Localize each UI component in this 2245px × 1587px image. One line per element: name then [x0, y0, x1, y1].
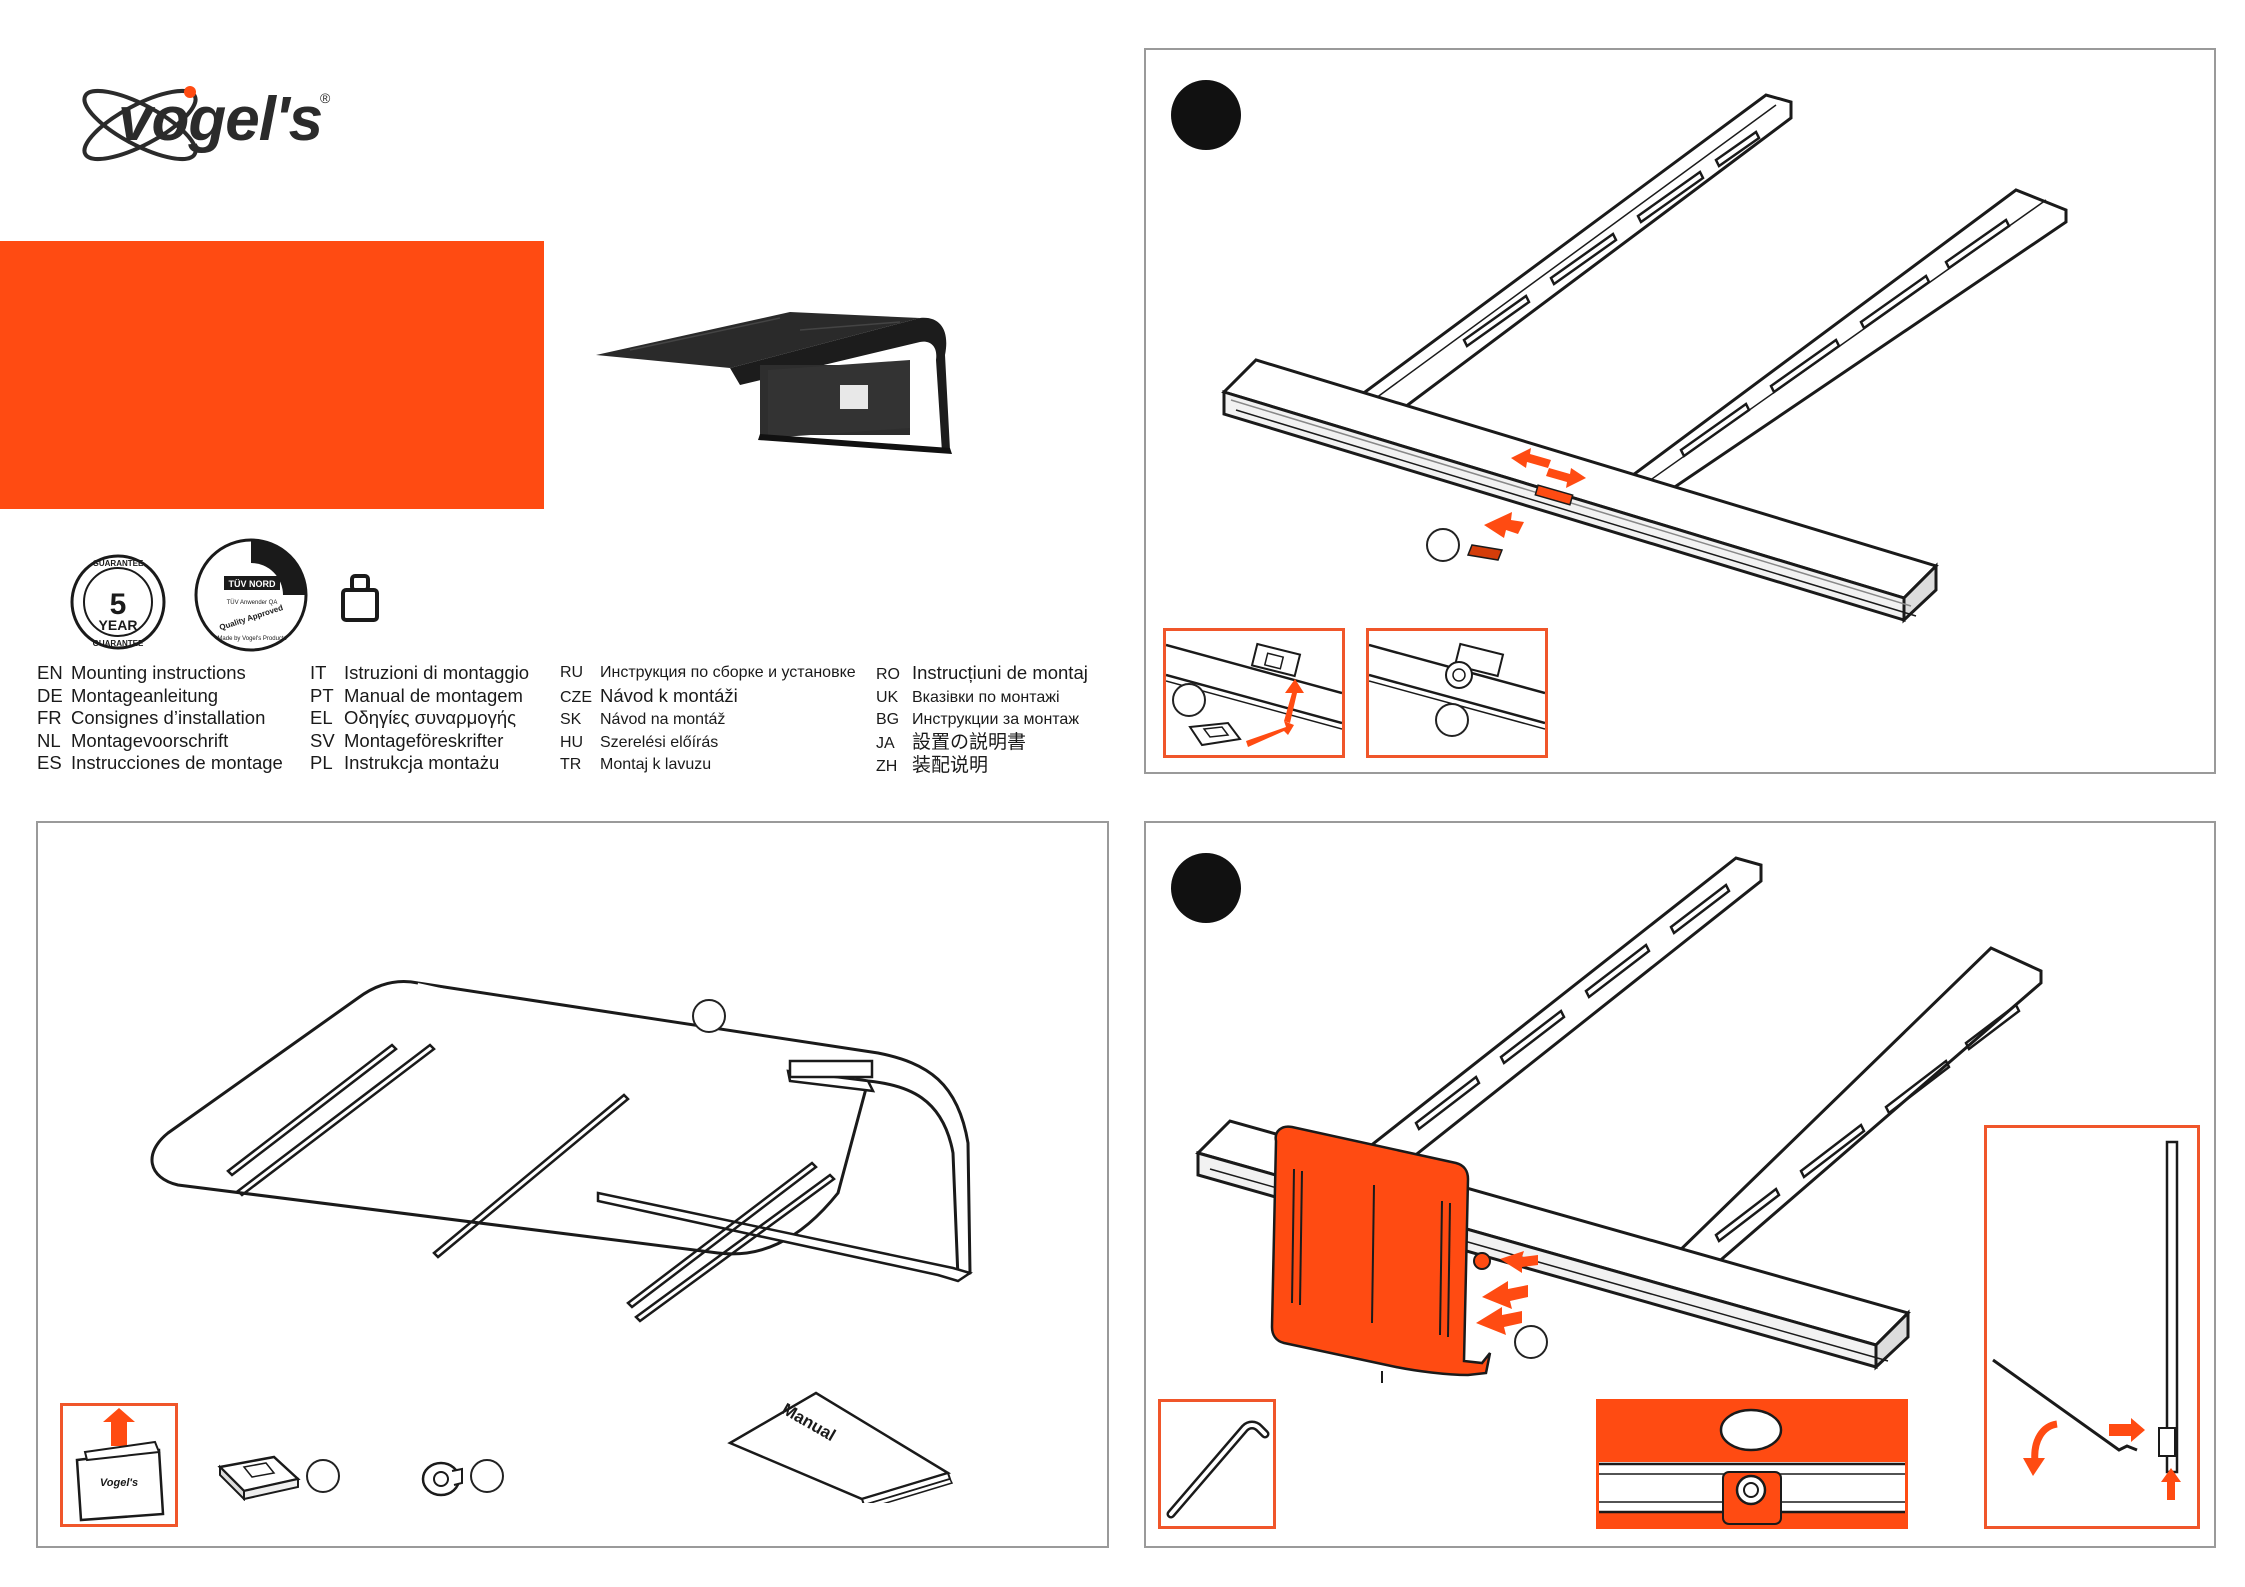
step-1-illustration: [1221, 93, 2068, 624]
side-profile-inset: [1984, 1125, 2200, 1529]
manual-booklet-icon: Manual: [727, 1391, 954, 1503]
shelf-line-drawing: [150, 980, 973, 1323]
logo-swoosh-icon: [82, 86, 198, 162]
step-2-illustration: [1195, 856, 2043, 1383]
bolt-part-icon: [421, 1461, 463, 1497]
step-1-panel: [1144, 48, 2216, 774]
cover-color-band: [0, 241, 544, 509]
part-callout-ring: [1435, 703, 1469, 737]
guarantee-5-year-badge: 5 YEAR GUARANTEE GUARANTEE: [68, 552, 168, 652]
guarantee-bottom-text: GUARANTEE: [93, 639, 144, 648]
part-callout-ring: [470, 1459, 504, 1493]
step-1-inset-bolt: [1366, 628, 1548, 758]
step-1-inset-insert: [1163, 628, 1345, 758]
part-callout-ring: [1426, 528, 1460, 562]
tuv-nord-badge: TÜV NORD TÜV Anwender QA Quality Approve…: [192, 536, 310, 654]
hex-key-icon: [1166, 1420, 1270, 1519]
part-callout-ring: [692, 999, 726, 1033]
logo-registered-mark: ®: [320, 90, 331, 106]
step-2-panel: [1144, 821, 2216, 1548]
hex-key-inset: [1158, 1399, 1276, 1529]
step-2-marker: [1171, 853, 1241, 923]
bolt-detail-illustration: [1599, 1408, 1905, 1525]
bolt-detail-inset: [1596, 1399, 1908, 1529]
tuv-title: TÜV NORD: [229, 579, 277, 589]
guarantee-unit: YEAR: [99, 617, 138, 633]
step-1-marker: [1171, 80, 1241, 150]
weight-icon: [340, 574, 380, 624]
unpack-inset: Vogel's: [60, 1403, 178, 1527]
t-nut-part-icon: [217, 1455, 301, 1501]
guarantee-top-text: GUARANTEE: [93, 559, 144, 568]
part-callout-ring: [1514, 1325, 1548, 1359]
logo-wordmark: vogel's: [118, 85, 323, 154]
vogels-logo: vogel's ®: [70, 70, 370, 180]
product-shelf-image: [590, 300, 1040, 460]
box-label: Vogel's: [100, 1477, 138, 1489]
part-callout-ring: [306, 1459, 340, 1493]
parts-overview-panel: Vogel's Manual: [36, 821, 1109, 1548]
guarantee-number: 5: [110, 588, 127, 621]
tuv-line: TÜV Anwender QA: [227, 599, 278, 606]
part-callout-ring: [1172, 683, 1206, 717]
slot-bolt-illustration: [1369, 642, 1545, 730]
tuv-bottom-text: Made by Vogel's Products: [217, 636, 286, 642]
unpack-box-illustration: Vogel's: [75, 1408, 165, 1522]
side-profile-illustration: [1992, 1140, 2181, 1500]
